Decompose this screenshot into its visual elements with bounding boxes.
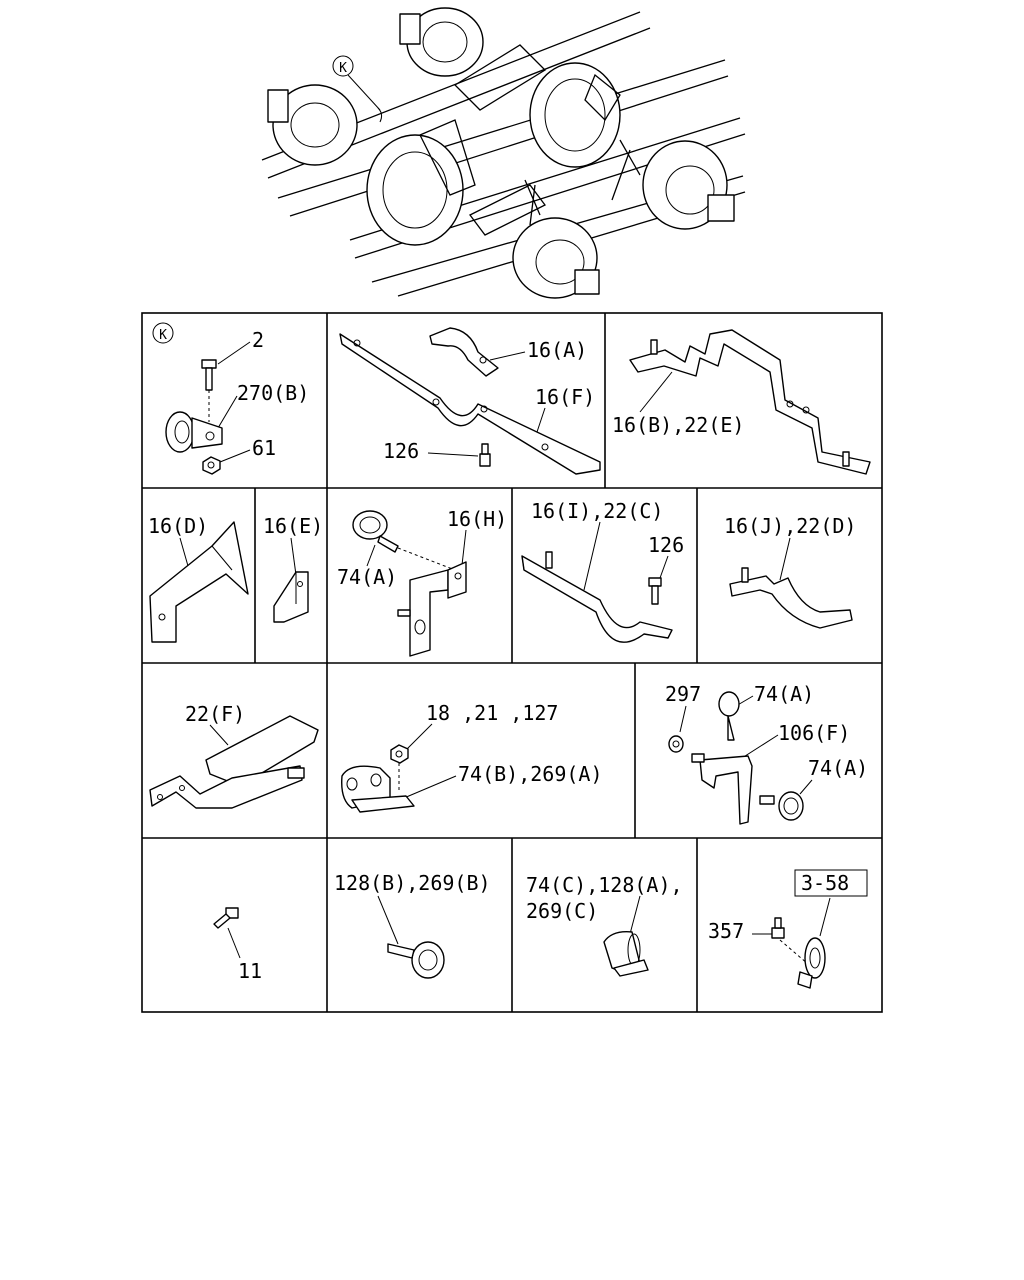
- svg-text:16(A): 16(A): [527, 338, 587, 362]
- stud-icon: [545, 551, 553, 569]
- stepped-bracket-icon: [629, 329, 871, 475]
- bolt-icon: [213, 907, 239, 929]
- cell-clamp-128b: 128(B),269(B): [334, 871, 491, 979]
- svg-text:74(A): 74(A): [754, 682, 814, 706]
- clamp-icon: [165, 411, 223, 453]
- l-bracket-icon: [397, 561, 467, 657]
- svg-text:11: 11: [238, 959, 262, 983]
- strap-bracket-icon: [521, 555, 673, 643]
- bolt-icon: [479, 443, 491, 467]
- cell-bolt-11: 11: [213, 907, 262, 983]
- cell-bracket-16b: 16(B),22(E): [612, 329, 871, 475]
- cell-clip-357: 3-58 357: [708, 869, 868, 989]
- bracket-icon: [691, 753, 775, 825]
- cell-clamp-74c: 74(C),128(A), 269(C): [526, 873, 683, 977]
- svg-text:16(B),22(E): 16(B),22(E): [612, 413, 744, 437]
- bolt-icon: [648, 577, 662, 605]
- cell-bracket-16d: 16(D): [148, 514, 249, 643]
- nut-icon: [390, 744, 409, 764]
- svg-text:3-58: 3-58: [801, 871, 849, 895]
- svg-text:74(C),128(A),: 74(C),128(A),: [526, 873, 683, 897]
- rubber-mount-icon: [341, 765, 415, 813]
- svg-text:16(I),22(C): 16(I),22(C): [531, 499, 663, 523]
- nut-icon: [202, 456, 221, 475]
- svg-text:74(A): 74(A): [337, 565, 397, 589]
- svg-text:357: 357: [708, 919, 744, 943]
- callout-marker-icon: [152, 322, 174, 344]
- callout-marker-icon: [332, 55, 354, 77]
- svg-text:2: 2: [252, 328, 264, 352]
- cell-k-group: K 2 270(B) 61: [152, 322, 309, 475]
- reference-box: [794, 869, 868, 897]
- svg-text:16(E): 16(E): [263, 514, 323, 538]
- cell-bracket-16e: 16(E): [263, 514, 323, 623]
- axle-assembly-illustration: K: [261, 7, 746, 299]
- svg-text:16(D): 16(D): [148, 514, 208, 538]
- parts-grid: [141, 312, 883, 1013]
- sleeve-clamp-icon: [603, 931, 649, 977]
- stud-icon: [650, 339, 850, 467]
- cell-bracket-22f: 22(F): [149, 702, 319, 809]
- svg-text:16(H): 16(H): [447, 507, 507, 531]
- svg-text:18 ,21 ,127: 18 ,21 ,127: [426, 701, 558, 725]
- svg-text:74(A): 74(A): [808, 756, 868, 780]
- bolt-icon: [201, 359, 217, 391]
- svg-text:22(F): 22(F): [185, 702, 245, 726]
- svg-text:269(C): 269(C): [526, 899, 598, 923]
- svg-text:126: 126: [648, 533, 684, 557]
- wheel-hub-bottom: [512, 217, 600, 299]
- stud-icon: [741, 567, 749, 583]
- hose-clamp-icon: [778, 791, 804, 821]
- svg-text:K: K: [159, 328, 167, 343]
- hose-clamp-icon: [352, 510, 399, 553]
- svg-text:16(J),22(D): 16(J),22(D): [724, 514, 856, 538]
- svg-text:16(F): 16(F): [535, 385, 595, 409]
- svg-text:297: 297: [665, 682, 701, 706]
- wheel-hub-top: [399, 7, 484, 77]
- svg-text:74(B),269(A): 74(B),269(A): [458, 762, 603, 786]
- u-saddle-icon: [729, 575, 853, 629]
- wheel-hub-left: [267, 84, 358, 166]
- cell-bracket-16i: 16(I),22(C) 126: [521, 499, 684, 643]
- cell-bracket-16a-16f: 16(A) 16(F) 126: [339, 327, 601, 475]
- angle-bracket-icon: [273, 571, 309, 623]
- svg-text:128(B),269(B): 128(B),269(B): [334, 871, 491, 895]
- saddle-clamp-icon: [429, 327, 499, 377]
- clip-icon: [797, 937, 826, 989]
- bent-bracket-icon: [149, 521, 249, 643]
- hose-clamp-icon: [387, 941, 445, 979]
- wheel-hub-right: [642, 140, 735, 230]
- svg-text:K: K: [339, 61, 347, 76]
- hose-clamp-icon: [718, 691, 740, 741]
- washer-icon: [668, 735, 684, 753]
- svg-text:126: 126: [383, 439, 419, 463]
- cell-bracket-16j: 16(J),22(D): [724, 514, 856, 629]
- svg-text:270(B): 270(B): [237, 381, 309, 405]
- bolt-icon: [771, 917, 785, 939]
- cell-bracket-16h: 16(H) 74(A): [337, 507, 507, 657]
- svg-text:61: 61: [252, 436, 276, 460]
- cell-mount-74b: 18 ,21 ,127 74(B),269(A): [341, 701, 603, 813]
- long-bracket-icon: [339, 333, 601, 475]
- cell-clamp-106f: 297 74(A) 106(F) 74(A): [665, 682, 868, 825]
- plate-bracket-icon: [149, 715, 319, 809]
- svg-text:106(F): 106(F): [778, 721, 850, 745]
